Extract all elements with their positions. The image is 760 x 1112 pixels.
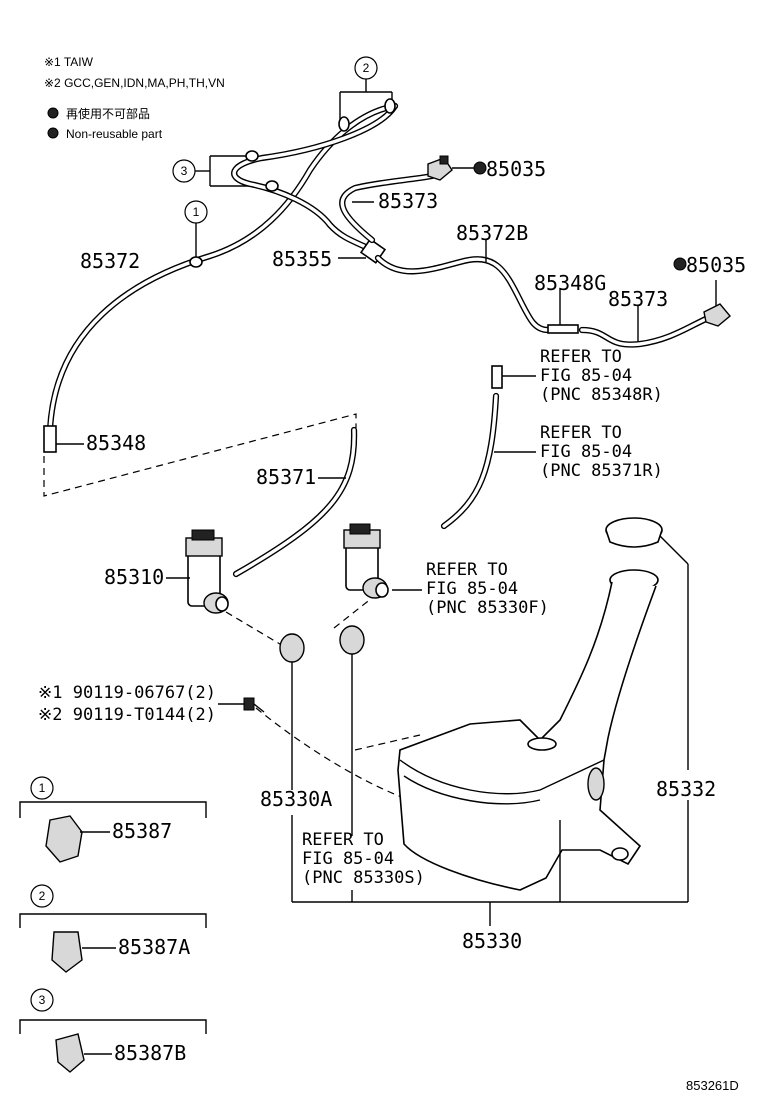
label-85348g: 85348G <box>534 271 606 295</box>
label-bolt-regions: ※2 90119-T0144(2) <box>38 705 216 725</box>
clip-section-3: 3 <box>19 988 207 1073</box>
joint-85348r <box>491 365 536 389</box>
svg-text:3: 3 <box>39 993 46 1007</box>
svg-text:(PNC 85371R): (PNC 85371R) <box>540 461 663 481</box>
grommet-85330a <box>279 633 305 790</box>
label-85332: 85332 <box>656 777 716 801</box>
refer-85330s: REFER TO FIG 85-04 (PNC 85330S) <box>302 830 425 888</box>
note-non-reusable-en: Non-reusable part <box>66 127 163 141</box>
label-85387: 85387 <box>112 819 172 843</box>
svg-text:(PNC 85330F): (PNC 85330F) <box>426 598 549 618</box>
callout-2-top: 2 <box>339 56 393 124</box>
svg-text:(PNC 85330S): (PNC 85330S) <box>302 868 425 888</box>
svg-text:FIG 85-04: FIG 85-04 <box>540 366 632 386</box>
svg-text:2: 2 <box>39 889 46 903</box>
nozzle-85035-upper <box>427 155 487 181</box>
svg-text:REFER TO: REFER TO <box>540 347 622 367</box>
label-85387b: 85387B <box>114 1041 186 1065</box>
svg-text:1: 1 <box>39 781 46 795</box>
clip-section-2: 2 <box>19 884 207 973</box>
tank-85330 <box>397 569 659 891</box>
hose-85373-upper <box>339 172 436 244</box>
joint-85348g <box>547 288 579 334</box>
label-85372: 85372 <box>80 249 140 273</box>
label-bolt-taiw: ※1 90119-06767(2) <box>38 683 216 703</box>
label-85035-upper: 85035 <box>486 157 546 181</box>
svg-text:1: 1 <box>193 205 200 219</box>
refer-85348r: REFER TO FIG 85-04 (PNC 85348R) <box>540 347 663 405</box>
svg-text:FIG 85-04: FIG 85-04 <box>302 849 394 869</box>
hose-85372b <box>374 240 552 334</box>
label-85348: 85348 <box>86 431 146 455</box>
label-85372b: 85372B <box>456 221 528 245</box>
non-reusable-dot-icon <box>47 107 59 119</box>
svg-text:REFER TO: REFER TO <box>540 423 622 443</box>
svg-text:REFER TO: REFER TO <box>302 830 384 850</box>
label-85373-upper: 85373 <box>378 189 438 213</box>
refer-85371r: REFER TO FIG 85-04 (PNC 85371R) <box>540 423 663 481</box>
pump-85330f <box>343 523 422 599</box>
note-non-reusable-jp: 再使用不可部品 <box>66 106 150 121</box>
hose-85373-lower <box>578 306 712 348</box>
svg-text:3: 3 <box>181 164 188 178</box>
bolt <box>218 697 265 713</box>
note-regions: ※2 GCC,GEN,IDN,MA,PH,TH,VN <box>44 76 225 90</box>
callout-3-top: 3 <box>172 155 270 187</box>
non-reusable-dot-icon <box>673 257 687 271</box>
label-85355: 85355 <box>272 247 332 271</box>
label-85371: 85371 <box>256 465 316 489</box>
non-reusable-dot-icon <box>473 161 487 175</box>
bracket-85330 <box>291 800 689 926</box>
svg-text:FIG 85-04: FIG 85-04 <box>540 442 632 462</box>
label-85387a: 85387A <box>118 935 190 959</box>
cap-85332 <box>605 517 689 770</box>
svg-text:REFER TO: REFER TO <box>426 560 508 580</box>
svg-text:(PNC 85348R): (PNC 85348R) <box>540 385 663 405</box>
label-85310: 85310 <box>104 565 164 589</box>
label-85373-lower: 85373 <box>608 287 668 311</box>
clip-section-1: 1 <box>19 776 207 863</box>
notes-block: ※1 TAIW ※2 GCC,GEN,IDN,MA,PH,TH,VN 再使用不可… <box>44 55 225 141</box>
label-85035-lower: 85035 <box>686 253 746 277</box>
dash-leaders <box>43 413 421 801</box>
svg-text:2: 2 <box>363 61 370 75</box>
hose-85371r <box>440 392 536 530</box>
refer-85330f: REFER TO FIG 85-04 (PNC 85330F) <box>426 560 549 618</box>
label-85330: 85330 <box>462 929 522 953</box>
grommet-85330s <box>339 625 365 836</box>
note-taiw: ※1 TAIW <box>44 55 94 69</box>
joint-85348 <box>43 425 84 453</box>
hose-85372 <box>46 98 399 434</box>
hose-85371 <box>232 426 358 578</box>
diagram-code: 853261D <box>686 1078 739 1093</box>
label-85330a: 85330A <box>260 787 332 811</box>
non-reusable-dot-icon <box>47 127 59 139</box>
svg-text:FIG 85-04: FIG 85-04 <box>426 579 518 599</box>
pump-85310 <box>166 529 229 614</box>
callout-1-top: 1 <box>184 200 208 262</box>
nozzle-85035-lower <box>673 257 731 327</box>
